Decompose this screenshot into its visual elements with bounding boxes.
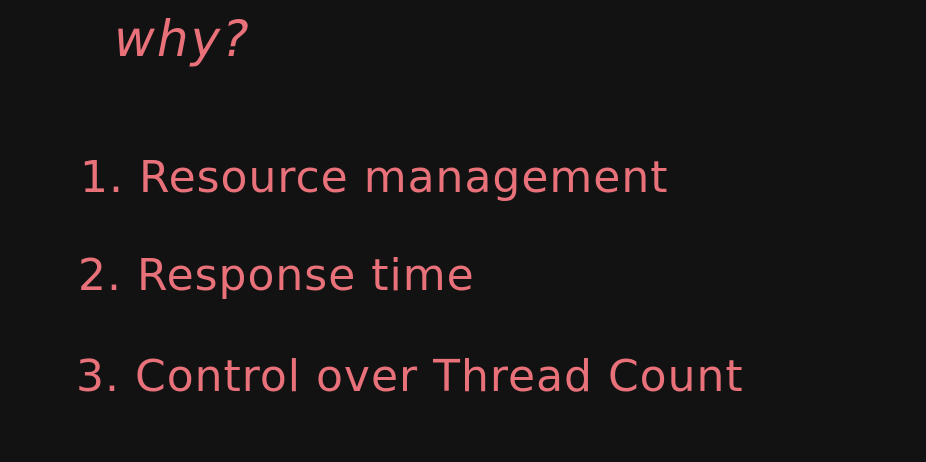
list-item-thread-count-control: 3. Control over Thread Count [76,351,744,402]
list-item-resource-management: 1. Resource management [80,152,669,203]
list-item-response-time: 2. Response time [78,250,475,301]
handwritten-heading: why? [114,10,251,68]
